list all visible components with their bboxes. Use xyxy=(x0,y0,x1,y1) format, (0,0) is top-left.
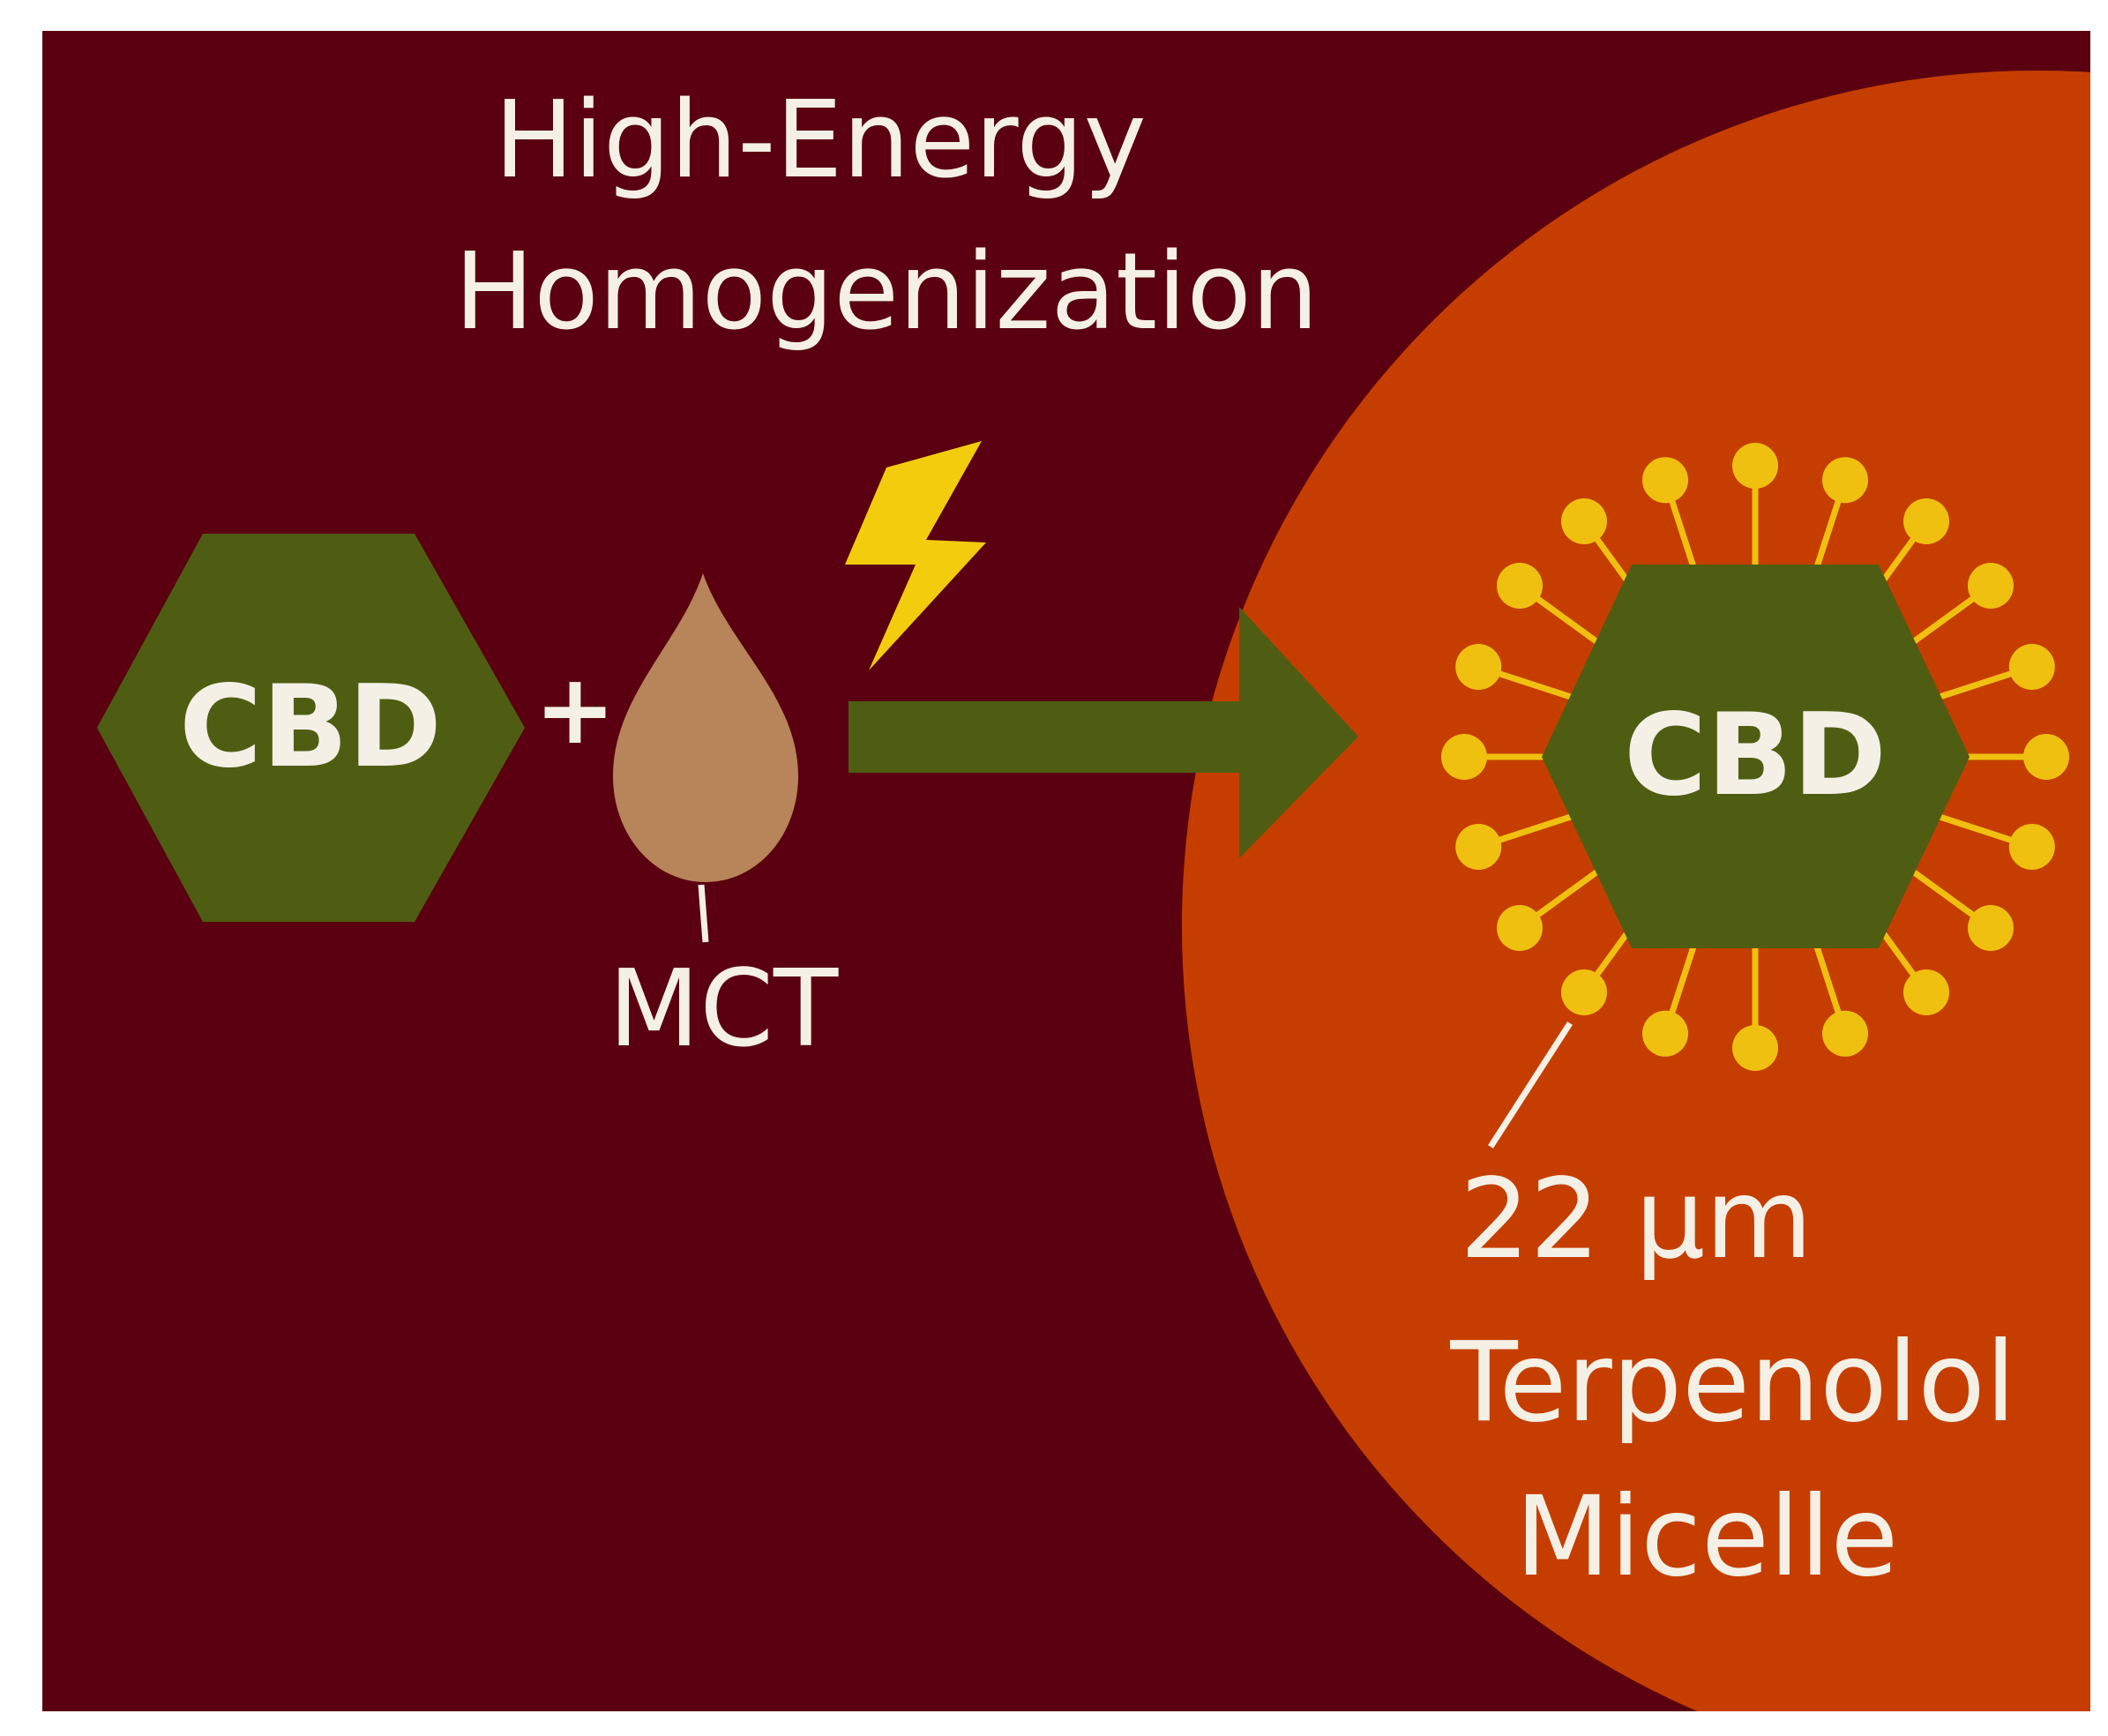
micelle-name-line-2: Micelle xyxy=(1515,1473,1899,1601)
size-label: 22 µm xyxy=(1460,1156,1813,1283)
surfactant-head xyxy=(1903,498,1949,544)
surfactant-head xyxy=(1497,563,1543,609)
surfactant-head xyxy=(2023,734,2069,780)
lightning-bolt-icon xyxy=(845,441,986,670)
surfactant-head xyxy=(1968,905,2014,951)
arrow-right-icon xyxy=(848,607,1358,858)
surfactant-head xyxy=(1455,824,1502,870)
cbd-hexagon-right xyxy=(1542,565,1970,948)
surfactant-head xyxy=(1441,734,1487,780)
oil-drop-icon xyxy=(613,573,798,882)
surfactant-head xyxy=(2008,644,2055,690)
surfactant-head xyxy=(2008,824,2055,870)
title-line-2: Homogenization xyxy=(454,231,1319,354)
surfactant-head xyxy=(1497,905,1543,951)
surfactant-head xyxy=(1455,644,1502,690)
plus-sign: + xyxy=(534,653,616,766)
mct-leader-line xyxy=(698,884,709,943)
title-line-1: High-Energy xyxy=(494,79,1146,202)
cbd-hexagon-left xyxy=(97,534,525,922)
surfactant-head xyxy=(1968,563,2014,609)
surfactant-head xyxy=(1561,969,1607,1015)
cbd-label-left: CBD xyxy=(179,662,442,793)
mct-label: MCT xyxy=(609,948,839,1071)
surfactant-head xyxy=(1642,1010,1688,1057)
surfactant-head xyxy=(1732,1025,1778,1071)
cbd-label-right: CBD xyxy=(1624,690,1887,821)
micelle-name-line-1: Terpenolol xyxy=(1449,1319,2015,1447)
surfactant-head xyxy=(1732,443,1778,489)
size-leader-line xyxy=(1488,1021,1573,1149)
surfactant-head xyxy=(1561,498,1607,544)
surfactant-head xyxy=(1903,969,1949,1015)
surfactant-head xyxy=(1642,457,1688,504)
surfactant-head xyxy=(1822,457,1868,504)
surfactant-head xyxy=(1822,1010,1868,1057)
